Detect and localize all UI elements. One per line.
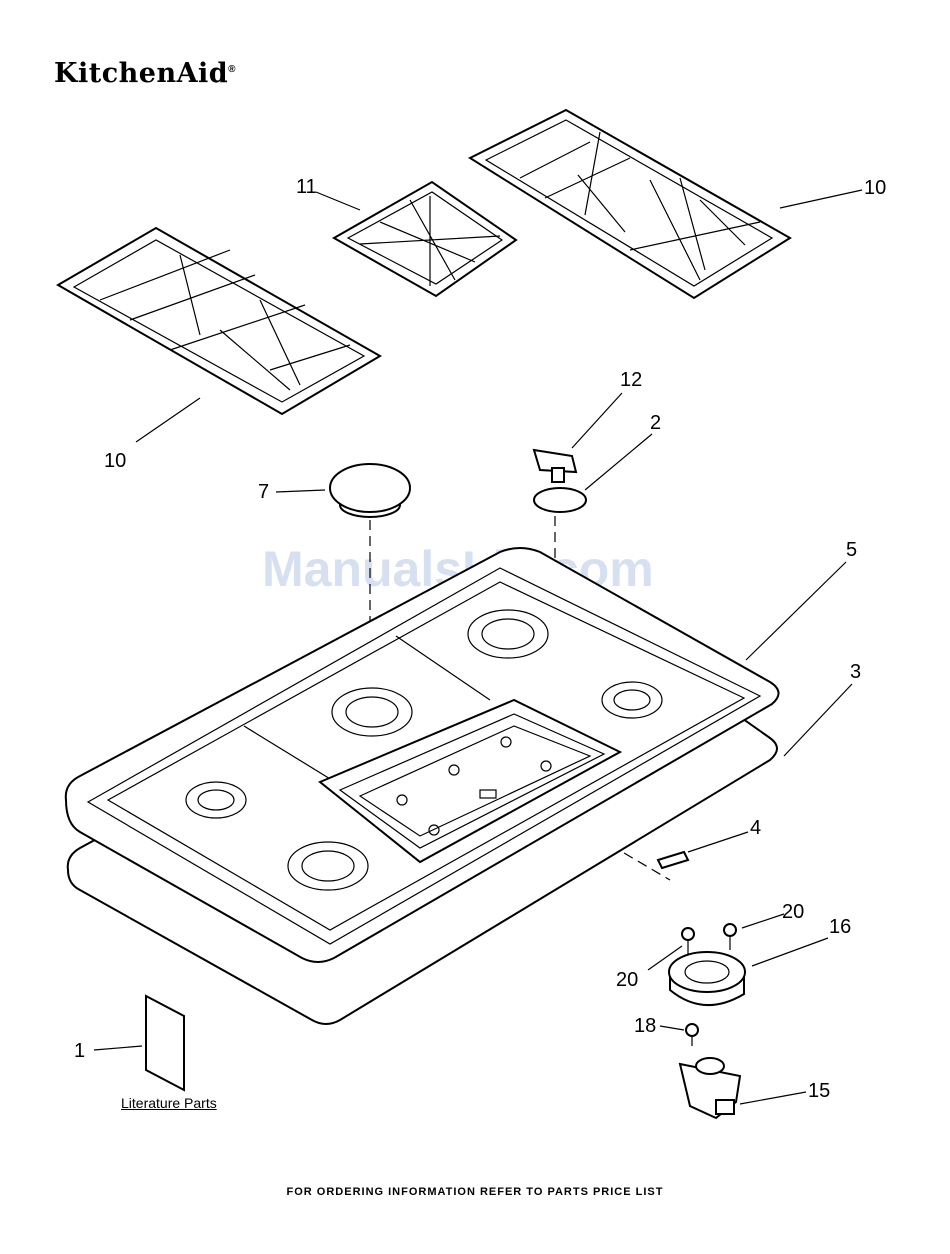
screw-bottom — [686, 1024, 698, 1046]
callout-10-left: 10 — [104, 450, 126, 473]
burner-base — [669, 952, 745, 1005]
control-knob — [534, 450, 576, 482]
knob-bezel — [534, 488, 586, 512]
callout-2: 2 — [650, 412, 661, 435]
callout-4: 4 — [750, 817, 761, 840]
callout-20-right: 20 — [782, 901, 804, 924]
callout-16: 16 — [829, 916, 851, 939]
clip-part — [658, 852, 688, 868]
literature-parts-label: Literature Parts — [121, 1095, 217, 1111]
callout-5: 5 — [846, 539, 857, 562]
literature-booklet — [146, 996, 184, 1090]
screw-right — [724, 924, 736, 950]
gas-valve — [680, 1058, 740, 1118]
screw-left — [682, 928, 694, 954]
callout-12: 12 — [620, 369, 642, 392]
callout-18: 18 — [634, 1015, 656, 1038]
callout-3: 3 — [850, 661, 861, 684]
grate-left — [58, 228, 380, 414]
callout-20-left: 20 — [616, 969, 638, 992]
burner-cap — [330, 464, 410, 517]
grate-middle — [334, 182, 516, 296]
callout-10-right: 10 — [864, 177, 886, 200]
callout-11: 11 — [296, 176, 317, 199]
callout-15: 15 — [808, 1080, 830, 1103]
callout-7: 7 — [258, 481, 269, 504]
footer-note: FOR ORDERING INFORMATION REFER TO PARTS … — [0, 1186, 950, 1198]
callout-1: 1 — [74, 1040, 85, 1063]
grate-right — [470, 110, 790, 298]
